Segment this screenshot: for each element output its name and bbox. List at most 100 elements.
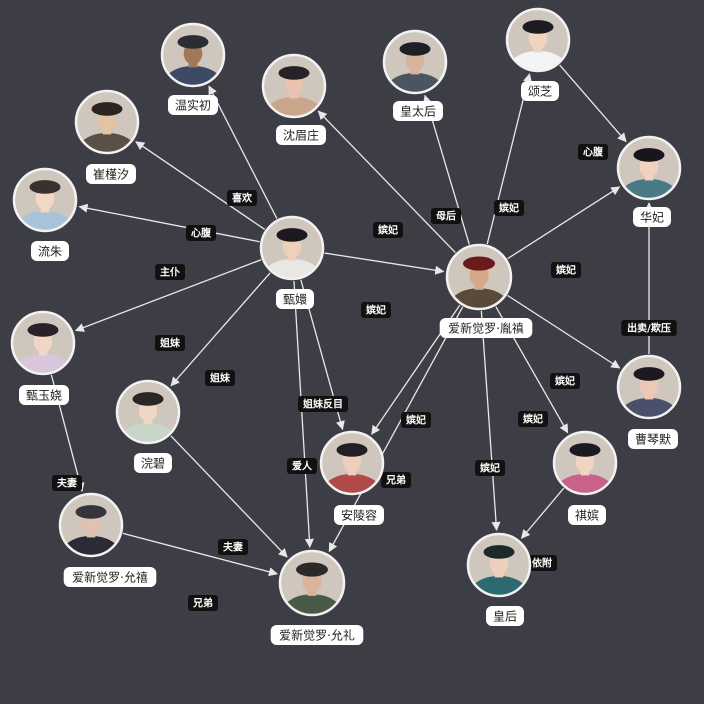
node-label: 爱新觉罗·允礼 xyxy=(279,627,355,642)
edge-label-text: 嫔妃 xyxy=(377,224,398,237)
portrait-avatar xyxy=(321,432,383,494)
avatar-ring xyxy=(616,354,682,420)
node-label-bg xyxy=(439,318,533,338)
avatar-ring xyxy=(466,532,532,598)
node-label-bg xyxy=(276,125,326,145)
node-label-bg xyxy=(31,241,69,261)
node-yongzheng[interactable]: 爱新觉罗·胤禛 xyxy=(439,243,533,338)
edge-label-bg xyxy=(621,320,677,336)
edge-label-bg xyxy=(361,302,391,318)
edge-label-bg xyxy=(186,225,216,241)
node-wenshichu[interactable]: 温实初 xyxy=(160,22,226,115)
node-cuiyinxi[interactable]: 崔槿汐 xyxy=(74,89,140,184)
edge-yongzheng-huafei xyxy=(507,186,621,260)
edge-label: 兄弟 xyxy=(188,595,218,611)
edge-label-text: 母后 xyxy=(436,210,456,223)
node-shenmeizhuang[interactable]: 沈眉庄 xyxy=(261,53,327,145)
node-label-bg xyxy=(486,606,524,626)
edge-yunxi-yunli xyxy=(122,532,279,577)
node-anlingrong[interactable]: 安陵容 xyxy=(319,430,385,525)
node-label-bg xyxy=(633,207,671,227)
node-label-bg xyxy=(628,429,678,449)
node-caoqinmo[interactable]: 曹琴默 xyxy=(616,354,682,449)
edge-label-bg xyxy=(475,460,505,476)
edge-label: 嫔妃 xyxy=(518,411,548,427)
edge-label-bg xyxy=(551,262,581,278)
node-label-bg xyxy=(568,505,606,525)
edge-zhenhuan-yunli xyxy=(293,280,314,548)
node-yunli[interactable]: 爱新觉罗·允礼 xyxy=(270,549,364,645)
avatar-ring xyxy=(616,135,682,201)
node-label: 爱新觉罗·允禧 xyxy=(72,569,148,584)
edge-zhenhuan-liuzhu xyxy=(78,203,260,243)
node-huanbi[interactable]: 浣碧 xyxy=(115,379,181,473)
avatar-ring xyxy=(74,89,140,155)
node-label: 祺嫔 xyxy=(575,507,599,522)
node-label: 皇后 xyxy=(493,609,517,623)
portrait-avatar xyxy=(162,24,224,86)
edge-label-text: 兄弟 xyxy=(192,597,213,610)
node-label-bg xyxy=(276,289,314,309)
node-label-bg xyxy=(334,505,384,525)
node-songzhi[interactable]: 颂芝 xyxy=(505,7,571,101)
edge-label-bg xyxy=(578,144,608,160)
avatar-ring xyxy=(505,7,571,73)
edge-label: 心腹 xyxy=(578,144,608,160)
edge-label-bg xyxy=(52,475,82,491)
node-huangtaihou[interactable]: 皇太后 xyxy=(382,29,448,121)
edge-label-bg xyxy=(401,412,431,428)
avatar-ring xyxy=(160,22,226,88)
edge-label: 出卖/欺压 xyxy=(621,320,677,336)
node-label: 沈眉庄 xyxy=(283,127,319,142)
edge-label-bg xyxy=(373,222,403,238)
edge-label-text: 嫔妃 xyxy=(554,375,575,388)
portrait-avatar xyxy=(468,534,530,596)
portrait-avatar xyxy=(447,245,511,309)
edge-label: 嫔妃 xyxy=(551,262,581,278)
edge-yongzheng-songzhi xyxy=(486,73,532,245)
edge-label: 依附 xyxy=(527,555,557,571)
portrait-avatar xyxy=(554,432,616,494)
node-label-bg xyxy=(63,567,157,587)
node-zhenhuan[interactable]: 甄嬛 xyxy=(259,215,325,309)
avatar-ring xyxy=(115,379,181,445)
node-label-bg xyxy=(86,164,136,184)
portrait-avatar xyxy=(76,91,138,153)
node-label: 甄嬛 xyxy=(283,292,307,306)
edge-label-bg xyxy=(287,458,317,474)
edge-zhenhuan-cuiyinxi xyxy=(135,141,266,230)
edge-zhenhuan-zhenyurao xyxy=(74,259,262,332)
node-yunxi[interactable]: 爱新觉罗·允禧 xyxy=(58,492,157,587)
edge-label-text: 嫔妃 xyxy=(365,304,386,317)
node-liuzhu[interactable]: 流朱 xyxy=(12,167,78,261)
edge-label-bg xyxy=(518,411,548,427)
avatar-ring xyxy=(10,310,76,376)
edge-label: 喜欢 xyxy=(227,190,257,206)
edge-label-text: 爱人 xyxy=(292,460,313,473)
node-qibin[interactable]: 祺嫔 xyxy=(552,430,618,525)
node-huanghou[interactable]: 皇后 xyxy=(466,532,532,626)
edge-label-bg xyxy=(218,539,248,555)
edge-label-text: 嫔妃 xyxy=(522,413,543,426)
portrait-avatar xyxy=(384,31,446,93)
portrait-avatar xyxy=(60,494,122,556)
edge-label-text: 嫔妃 xyxy=(555,264,576,277)
node-label: 曹琴默 xyxy=(635,431,671,446)
node-label: 华妃 xyxy=(640,210,664,224)
edge-label-bg xyxy=(431,208,461,224)
node-zhenyurao[interactable]: 甄玉娆 xyxy=(10,310,76,405)
edge-label-text: 兄弟 xyxy=(385,474,406,487)
edge-label: 嫔妃 xyxy=(373,222,403,238)
node-huafei[interactable]: 华妃 xyxy=(616,135,682,227)
node-label-bg xyxy=(393,101,443,121)
portrait-avatar xyxy=(117,381,179,443)
edge-label-text: 出卖/欺压 xyxy=(627,322,671,335)
node-label: 崔槿汐 xyxy=(93,166,129,181)
edge-label: 姐妹 xyxy=(155,335,185,351)
edge-label-bg xyxy=(205,370,235,386)
avatar-ring xyxy=(259,215,325,281)
edges-layer xyxy=(50,64,654,577)
edge-label-bg xyxy=(494,200,524,216)
portrait-avatar xyxy=(263,55,325,117)
edge-label: 夫妻 xyxy=(218,539,248,555)
